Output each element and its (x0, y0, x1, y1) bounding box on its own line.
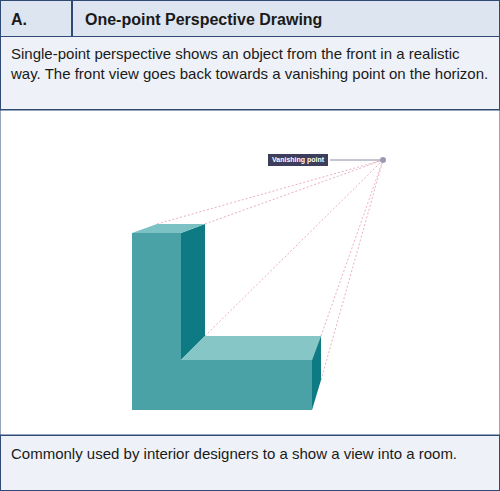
description-band: Single-point perspective shows an object… (0, 36, 500, 110)
index-cell-text: A. (11, 10, 61, 29)
description-band-text: Single-point perspective shows an object… (11, 44, 489, 83)
l-shape-block (132, 224, 321, 410)
caption-band: Commonly used by interior designers to a… (0, 435, 500, 491)
heading-cell: One-point Perspective Drawing (72, 0, 500, 39)
heading-cell-text: One-point Perspective Drawing (85, 10, 487, 29)
projection-lines (157, 160, 383, 380)
caption-band-text: Commonly used by interior designers to a… (11, 444, 489, 464)
vanishing-label-text: Vanishing point (272, 156, 324, 164)
illustration-panel (0, 110, 500, 435)
vanishing-label: Vanishing point (268, 154, 328, 166)
leader-line (330, 160, 380, 161)
vanishing-dot (380, 157, 386, 163)
index-cell: A. (0, 0, 72, 39)
